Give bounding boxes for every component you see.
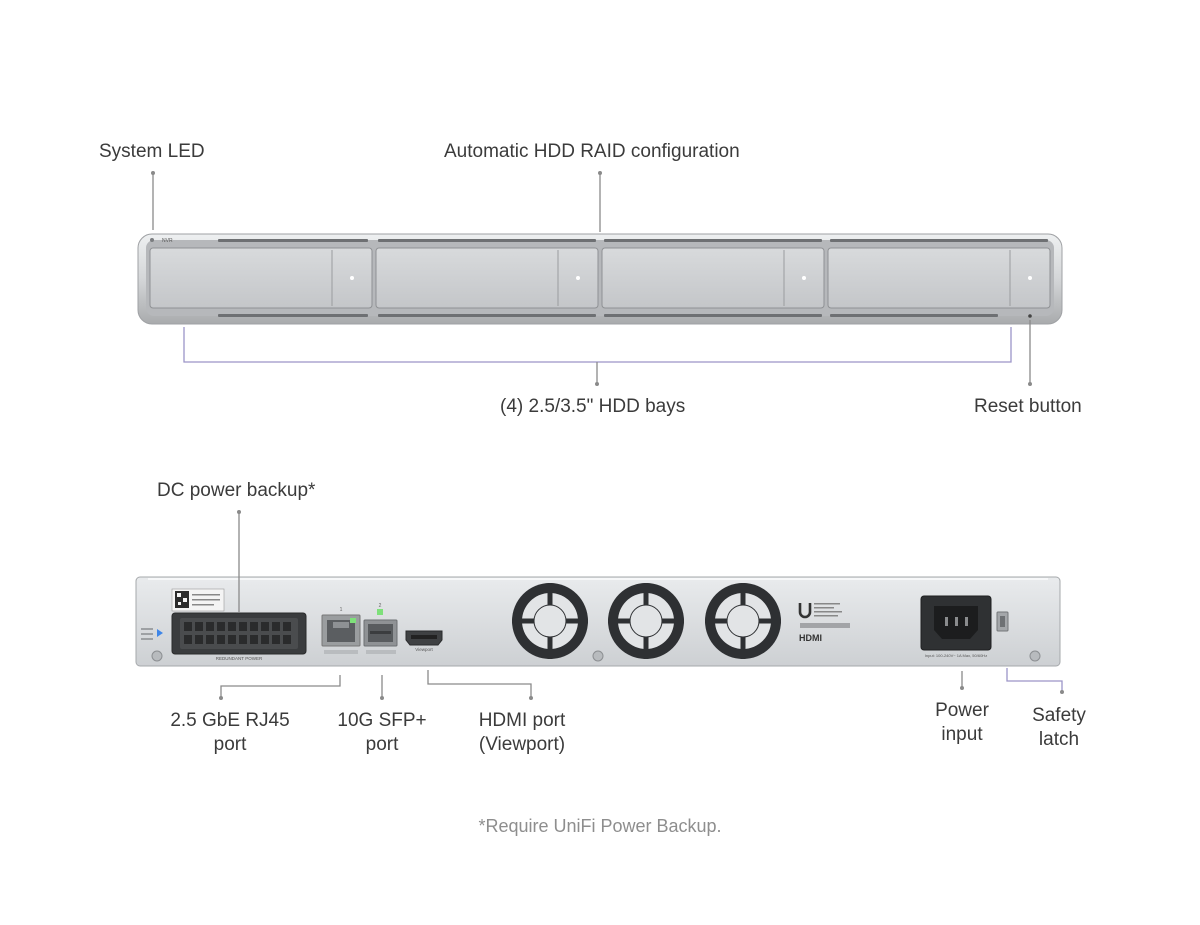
label-hdmi-line1: HDMI port [478, 710, 566, 731]
footnote: *Require UniFi Power Backup. [478, 816, 722, 836]
label-rj45-line1: 2.5 GbE RJ45 [170, 710, 290, 731]
label-dc-power-backup: DC power backup* [157, 480, 316, 501]
label-system-led: System LED [99, 141, 205, 162]
rear-panel: REDUNDANT POWER 1 2 Viewport [135, 576, 1061, 667]
port-number-1: 1 [340, 607, 343, 613]
hdd-bay-1[interactable] [149, 247, 373, 309]
label-power-line1: Power [935, 700, 989, 721]
power-inlet[interactable] [920, 595, 992, 651]
label-sfp-line2: port [365, 734, 399, 755]
rear-callouts [219, 510, 1064, 700]
power-spec-text: Input: 100-240V~ 1A Max, 50/60Hz [925, 653, 987, 658]
label-power-line2: input [941, 724, 983, 745]
ubiquiti-logo [798, 603, 812, 619]
label-latch-line2: latch [1038, 729, 1080, 750]
rear-screws [151, 650, 1041, 662]
label-hdmi-port: HDMI port (Viewport) [461, 709, 583, 757]
front-callouts [151, 171, 1032, 386]
viewport-text: Viewport [415, 647, 433, 652]
hdmi-logo: HDMI [799, 633, 822, 643]
label-sfp-port: 10G SFP+ port [322, 709, 442, 757]
redundant-power-text: REDUNDANT POWER [216, 656, 263, 661]
reset-button[interactable] [1028, 314, 1032, 318]
safety-latch[interactable] [996, 611, 1009, 632]
front-badge: NVR [162, 238, 173, 244]
label-latch-line1: Safety [1032, 705, 1086, 726]
label-reset-button: Reset button [974, 396, 1082, 417]
hdd-bay-4[interactable] [827, 247, 1051, 309]
led-blue-indicator [157, 629, 163, 637]
label-raid-configuration: Automatic HDD RAID configuration [444, 141, 740, 162]
sfp-status-led [377, 609, 383, 615]
sfp-port[interactable] [363, 619, 398, 647]
label-sfp-line1: 10G SFP+ [337, 710, 427, 731]
dc-power-connector[interactable] [171, 612, 307, 655]
port-number-2: 2 [379, 603, 382, 609]
fan-3 [705, 583, 781, 659]
fan-1 [512, 583, 588, 659]
system-led [150, 238, 154, 242]
top-vent [218, 239, 1048, 242]
spec-text-block [800, 603, 850, 628]
label-hdd-bays: (4) 2.5/3.5" HDD bays [500, 396, 686, 417]
bottom-vent [218, 314, 998, 317]
front-panel: NVR [137, 233, 1063, 325]
rj45-port[interactable] [321, 614, 361, 647]
hdd-bay-2[interactable] [375, 247, 599, 309]
label-rj45-line2: port [213, 734, 247, 755]
serial-label [171, 588, 225, 612]
hdmi-port[interactable] [405, 630, 443, 646]
label-rj45-port: 2.5 GbE RJ45 port [150, 709, 310, 757]
fan-2 [608, 583, 684, 659]
label-safety-latch: Safety latch [1014, 704, 1104, 752]
label-hdmi-line2: (Viewport) [478, 734, 566, 755]
label-power-input: Power input [912, 699, 1012, 747]
hdd-bay-3[interactable] [601, 247, 825, 309]
